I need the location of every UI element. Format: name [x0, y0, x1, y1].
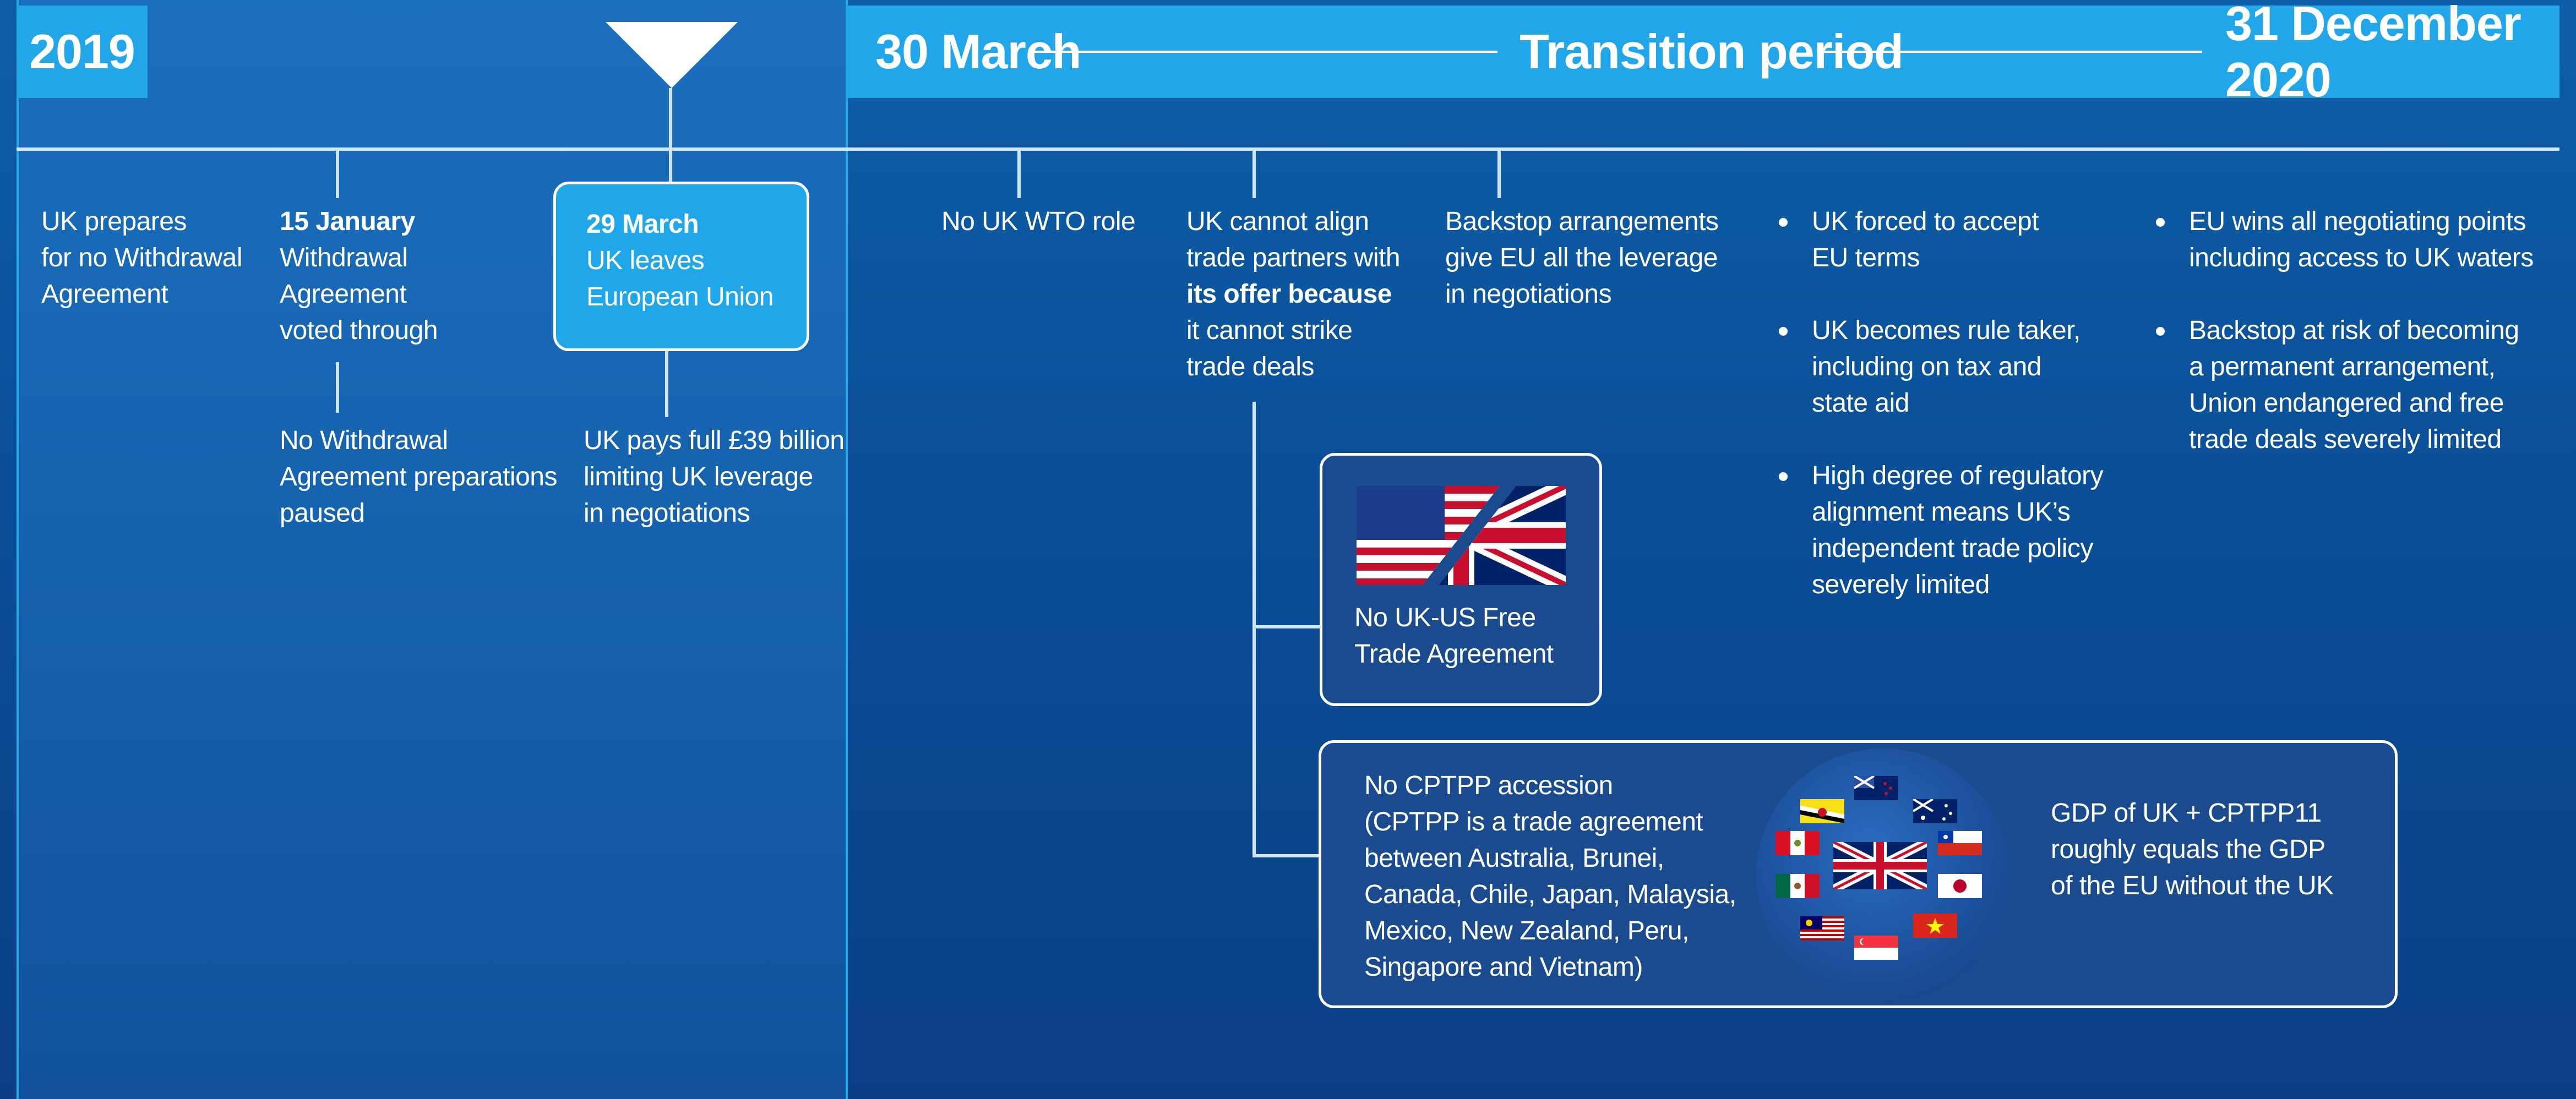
connector-payment	[665, 351, 668, 417]
brunei-flag-icon	[1800, 799, 1844, 823]
us-uk-flags-icon	[1357, 486, 1566, 585]
tick-15-january	[336, 147, 339, 198]
singapore-flag-icon	[1854, 936, 1898, 960]
pre-exit-panel	[17, 0, 848, 1099]
chile-flag-icon	[1938, 831, 1982, 855]
tick-wto	[1017, 147, 1021, 198]
connector-preparations	[336, 362, 339, 413]
cptpp-globe-icon	[1756, 748, 2009, 1002]
exit-marker-stem	[669, 88, 672, 182]
bracket-vertical	[1252, 402, 1256, 857]
cptpp-text: No CPTPP accession(CPTPP is a trade agre…	[1364, 771, 1736, 982]
transition-end-label: 31 December 2020	[2225, 0, 2521, 107]
no-wto-role-text: No UK WTO role	[941, 207, 1136, 236]
malaysia-flag-icon	[1800, 916, 1844, 941]
exit-marker-triangle	[606, 22, 738, 88]
year-header: 2019	[17, 6, 148, 98]
bracket-to-usuk	[1252, 625, 1320, 628]
vietnam-flag-icon	[1913, 914, 1957, 938]
new-zealand-flag-icon	[1854, 776, 1898, 800]
mexico-flag-icon	[1776, 874, 1820, 898]
header-rule-right	[1817, 51, 2202, 53]
tick-align	[1252, 147, 1256, 198]
japan-flag-icon	[1938, 874, 1982, 898]
header-rule-left	[1030, 51, 1497, 53]
peru-flag-icon	[1776, 831, 1820, 855]
timeline-axis	[17, 147, 2559, 151]
tick-backstop	[1497, 147, 1501, 198]
bracket-to-cptpp	[1252, 854, 1320, 857]
australia-flag-icon	[1913, 799, 1957, 823]
uk-flag-icon	[1833, 842, 1927, 889]
list-item: UK becomes rule taker,including on tax a…	[1776, 313, 2128, 422]
